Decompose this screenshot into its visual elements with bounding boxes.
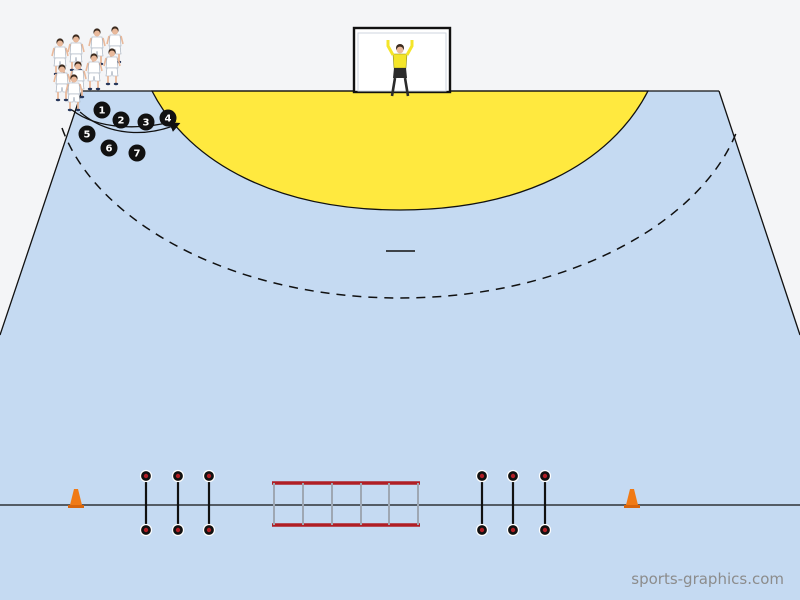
number-label: 6 [106, 144, 113, 155]
credit-watermark: sports-graphics.com [631, 570, 784, 588]
number-label: 4 [165, 114, 172, 125]
number-marker [112, 111, 130, 129]
agility-ladder [272, 481, 420, 527]
court-surface [0, 91, 800, 600]
number-marker [137, 113, 155, 131]
number-marker [93, 101, 111, 119]
goalkeeper [386, 40, 414, 97]
number-label: 2 [118, 116, 125, 127]
number-marker [78, 125, 96, 143]
number-label: 7 [134, 149, 141, 160]
free-throw-line [61, 127, 739, 299]
number-marker [128, 144, 146, 162]
number-label: 5 [84, 130, 91, 141]
number-label: 3 [143, 118, 150, 129]
left-sideline [0, 90, 83, 336]
number-marker [100, 139, 118, 157]
goal-area [150, 90, 650, 211]
number-marker [159, 109, 177, 127]
number-label: 1 [99, 106, 106, 117]
right-sideline [718, 90, 800, 336]
number-markers: 1 2 3 4 5 6 7 [78, 101, 177, 162]
